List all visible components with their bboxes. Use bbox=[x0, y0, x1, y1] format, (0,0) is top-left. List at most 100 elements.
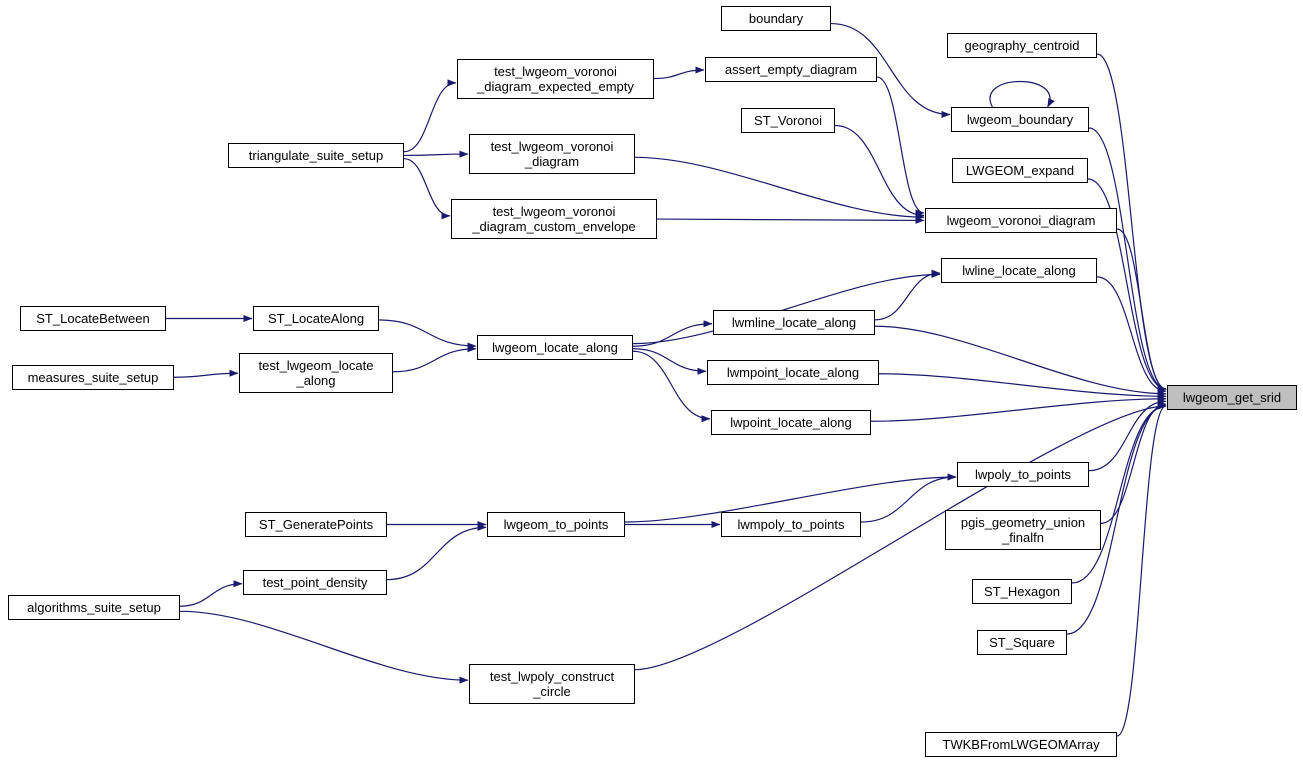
node-label: lwgeom_locate_along bbox=[492, 340, 618, 355]
node-label: test_lwgeom_voronoi _diagram_expected_em… bbox=[477, 64, 634, 94]
edge-lwgeom_boundary-to-lwgeom_boundary bbox=[989, 81, 1055, 108]
node-label: geography_centroid bbox=[964, 38, 1080, 53]
node-lwpoly_to_points[interactable]: lwpoly_to_points bbox=[957, 462, 1089, 487]
edge-lwgeom_voronoi_diagram-to-lwgeom_get_srid bbox=[1116, 228, 1167, 393]
edge-lwgeom_locate_along-to-lwline_locate_along bbox=[632, 270, 941, 345]
node-label: lwmline_locate_along bbox=[731, 315, 857, 330]
node-lwgeom_locate_along[interactable]: lwgeom_locate_along bbox=[477, 335, 633, 360]
node-label: ST_Hexagon bbox=[984, 584, 1060, 599]
node-label: lwgeom_get_srid bbox=[1182, 390, 1282, 405]
node-test_lwgeom_voronoi_diagram_custom_envelope[interactable]: test_lwgeom_voronoi _diagram_custom_enve… bbox=[451, 199, 657, 239]
edge-triangulate_suite_setup-to-test_lwgeom_voronoi_diagram_custom_envelope bbox=[403, 158, 451, 220]
node-lwgeom_voronoi_diagram[interactable]: lwgeom_voronoi_diagram bbox=[925, 208, 1117, 233]
node-lwpoint_locate_along[interactable]: lwpoint_locate_along bbox=[711, 410, 871, 435]
node-label: lwline_locate_along bbox=[962, 263, 1076, 278]
edge-LWGEOM_expand-to-lwgeom_get_srid bbox=[1087, 178, 1167, 393]
node-label: ST_LocateBetween bbox=[36, 311, 150, 326]
edge-test_lwgeom_voronoi_diagram-to-lwgeom_voronoi_diagram bbox=[634, 156, 925, 221]
node-test_lwgeom_locate_along[interactable]: test_lwgeom_locate _along bbox=[239, 353, 393, 393]
edge-algorithms_suite_setup-to-test_point_density bbox=[179, 580, 243, 607]
node-label: TWKBFromLWGEOMArray bbox=[942, 737, 1100, 752]
node-label: boundary bbox=[748, 11, 804, 26]
node-ST_Voronoi[interactable]: ST_Voronoi bbox=[741, 108, 835, 133]
node-label: lwpoint_locate_along bbox=[730, 415, 852, 430]
edge-lwgeom_to_points-to-lwpoly_to_points bbox=[624, 473, 957, 523]
node-triangulate_suite_setup[interactable]: triangulate_suite_setup bbox=[228, 143, 404, 168]
node-label: lwmpoly_to_points bbox=[737, 517, 845, 532]
node-measures_suite_setup[interactable]: measures_suite_setup bbox=[12, 365, 174, 390]
node-label: triangulate_suite_setup bbox=[248, 148, 384, 163]
node-ST_LocateAlong[interactable]: ST_LocateAlong bbox=[253, 306, 379, 331]
edge-lwline_locate_along-to-lwgeom_get_srid bbox=[1096, 276, 1167, 395]
node-label: lwmpoint_locate_along bbox=[726, 365, 860, 380]
node-boundary[interactable]: boundary bbox=[721, 6, 831, 31]
edge-lwgeom_boundary-to-lwgeom_get_srid bbox=[1088, 127, 1167, 393]
node-label: test_lwgeom_voronoi _diagram_custom_enve… bbox=[472, 204, 636, 234]
node-lwgeom_get_srid: lwgeom_get_srid bbox=[1167, 385, 1297, 410]
node-lwgeom_boundary[interactable]: lwgeom_boundary bbox=[951, 107, 1089, 132]
node-label: ST_Square bbox=[989, 635, 1055, 650]
edge-algorithms_suite_setup-to-test_lwpoly_construct_circle bbox=[179, 610, 469, 684]
node-ST_LocateBetween[interactable]: ST_LocateBetween bbox=[20, 306, 166, 331]
edge-lwmline_locate_along-to-lwline_locate_along bbox=[874, 269, 941, 321]
node-label: ST_GeneratePoints bbox=[258, 517, 374, 532]
edge-boundary-to-lwgeom_boundary bbox=[830, 22, 951, 118]
edge-test_lwgeom_voronoi_diagram_custom_envelope-to-lwgeom_voronoi_diagram bbox=[656, 216, 925, 224]
edge-lwpoly_to_points-to-lwgeom_get_srid bbox=[1088, 397, 1167, 472]
edge-lwmpoly_to_points-to-lwpoly_to_points bbox=[860, 473, 957, 523]
node-LWGEOM_expand[interactable]: LWGEOM_expand bbox=[952, 158, 1088, 183]
node-ST_GeneratePoints[interactable]: ST_GeneratePoints bbox=[245, 512, 387, 537]
edge-TWKBFromLWGEOMArray-to-lwgeom_get_srid bbox=[1116, 402, 1167, 737]
node-label: test_lwgeom_locate _along bbox=[258, 358, 374, 388]
node-test_point_density[interactable]: test_point_density bbox=[243, 570, 387, 595]
node-assert_empty_diagram[interactable]: assert_empty_diagram bbox=[705, 57, 877, 82]
edge-test_lwpoly_construct_circle-to-lwgeom_get_srid bbox=[634, 402, 1167, 671]
edge-lwpoint_locate_along-to-lwgeom_get_srid bbox=[870, 395, 1167, 422]
node-test_lwgeom_voronoi_diagram[interactable]: test_lwgeom_voronoi _diagram bbox=[469, 134, 635, 174]
edge-assert_empty_diagram-to-lwgeom_voronoi_diagram bbox=[876, 76, 925, 217]
node-label: test_lwgeom_voronoi _diagram bbox=[490, 139, 614, 169]
edge-ST_Square-to-lwgeom_get_srid bbox=[1066, 402, 1167, 635]
edge-lwmline_locate_along-to-lwgeom_get_srid bbox=[874, 325, 1167, 398]
node-lwline_locate_along[interactable]: lwline_locate_along bbox=[941, 258, 1097, 283]
node-label: algorithms_suite_setup bbox=[27, 600, 161, 615]
node-lwmline_locate_along[interactable]: lwmline_locate_along bbox=[713, 310, 875, 335]
node-label: test_lwpoly_construct _circle bbox=[489, 669, 615, 699]
node-TWKBFromLWGEOMArray[interactable]: TWKBFromLWGEOMArray bbox=[925, 732, 1117, 757]
edge-test_lwgeom_voronoi_diagram_expected_empty-to-assert_empty_diagram bbox=[653, 66, 705, 80]
node-pgis_geometry_union_finalfn[interactable]: pgis_geometry_union _finalfn bbox=[945, 510, 1101, 550]
node-ST_Square[interactable]: ST_Square bbox=[977, 630, 1067, 655]
node-lwgeom_to_points[interactable]: lwgeom_to_points bbox=[487, 512, 625, 537]
node-label: test_point_density bbox=[262, 575, 368, 590]
node-label: lwgeom_voronoi_diagram bbox=[946, 213, 1096, 228]
edge-lwmpoint_locate_along-to-lwgeom_get_srid bbox=[878, 373, 1167, 400]
node-label: LWGEOM_expand bbox=[965, 163, 1075, 178]
node-label: measures_suite_setup bbox=[27, 370, 159, 385]
edge-test_lwgeom_locate_along-to-lwgeom_locate_along bbox=[392, 345, 477, 373]
edge-triangulate_suite_setup-to-test_lwgeom_voronoi_diagram bbox=[403, 150, 469, 158]
node-algorithms_suite_setup[interactable]: algorithms_suite_setup bbox=[8, 595, 180, 620]
edge-ST_LocateAlong-to-lwgeom_locate_along bbox=[378, 319, 477, 350]
edge-ST_Hexagon-to-lwgeom_get_srid bbox=[1071, 402, 1167, 584]
node-test_lwpoly_construct_circle[interactable]: test_lwpoly_construct _circle bbox=[469, 664, 635, 704]
node-lwmpoly_to_points[interactable]: lwmpoly_to_points bbox=[721, 512, 861, 537]
edge-triangulate_suite_setup-to-test_lwgeom_voronoi_diagram_expected_empty bbox=[403, 79, 457, 153]
node-label: assert_empty_diagram bbox=[724, 62, 858, 77]
node-test_lwgeom_voronoi_diagram_expected_empty[interactable]: test_lwgeom_voronoi _diagram_expected_em… bbox=[457, 59, 654, 99]
node-label: lwgeom_to_points bbox=[503, 517, 609, 532]
edge-lwgeom_locate_along-to-lwpoint_locate_along bbox=[632, 350, 711, 423]
node-label: lwpoly_to_points bbox=[974, 467, 1072, 482]
node-label: ST_Voronoi bbox=[754, 113, 822, 128]
node-lwmpoint_locate_along[interactable]: lwmpoint_locate_along bbox=[707, 360, 879, 385]
node-label: ST_LocateAlong bbox=[267, 311, 365, 326]
edge-measures_suite_setup-to-test_lwgeom_locate_along bbox=[173, 369, 239, 378]
node-geography_centroid[interactable]: geography_centroid bbox=[947, 33, 1097, 58]
edge-ST_Voronoi-to-lwgeom_voronoi_diagram bbox=[834, 124, 925, 219]
node-label: lwgeom_boundary bbox=[966, 112, 1074, 127]
edge-test_point_density-to-lwgeom_to_points bbox=[386, 523, 487, 581]
edge-lwgeom_locate_along-to-lwmpoint_locate_along bbox=[632, 348, 707, 375]
node-label: pgis_geometry_union _finalfn bbox=[960, 515, 1086, 545]
node-ST_Hexagon[interactable]: ST_Hexagon bbox=[972, 579, 1072, 604]
